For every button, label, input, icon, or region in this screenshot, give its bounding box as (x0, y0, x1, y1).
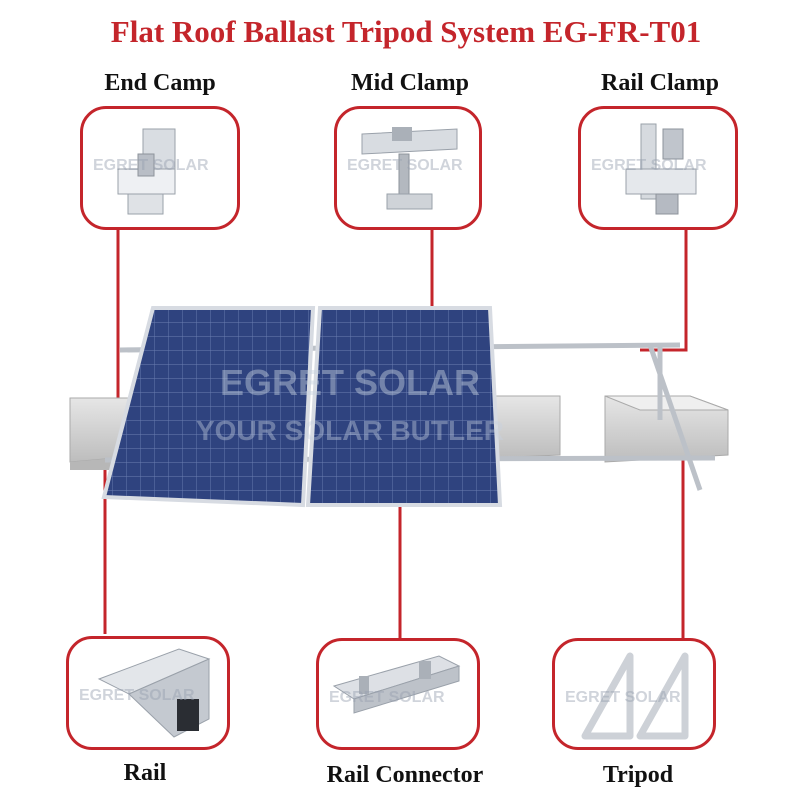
mid-clamp-image (361, 127, 458, 210)
label-rail-clamp: Rail Clamp (600, 70, 719, 96)
tripod-box: EGRET SOLAR (552, 638, 716, 750)
label-rail-connector: Rail Connector (326, 762, 484, 788)
rail-clamp-box: EGRET SOLAR (578, 106, 738, 230)
label-tripod: Tripod (602, 762, 674, 788)
mid-clamp-box: EGRET SOLAR (334, 106, 482, 230)
rail-connector-image (332, 655, 461, 714)
label-mid-clamp: Mid Clamp (350, 70, 469, 96)
end-clamp-image (117, 128, 176, 215)
end-clamp-box: EGRET SOLAR (80, 106, 240, 230)
diagram-title: Flat Roof Ballast Tripod System EG-FR-T0… (110, 14, 702, 49)
solar-panel-left (101, 306, 316, 508)
rail-clamp-image (625, 123, 697, 215)
rail-box: EGRET SOLAR (66, 636, 230, 750)
ballast-block-right (604, 395, 729, 463)
label-rail: Rail (123, 760, 167, 786)
solar-panel-right (305, 306, 503, 507)
tripod-image (581, 652, 689, 740)
rail-image (97, 648, 211, 738)
watermark-tagline: YOUR SOLAR BUTLER (196, 415, 504, 446)
rail-connector-box: EGRET SOLAR (316, 638, 480, 750)
watermark-brand: EGRET SOLAR (220, 362, 480, 403)
label-end-clamp: End Camp (104, 70, 216, 96)
